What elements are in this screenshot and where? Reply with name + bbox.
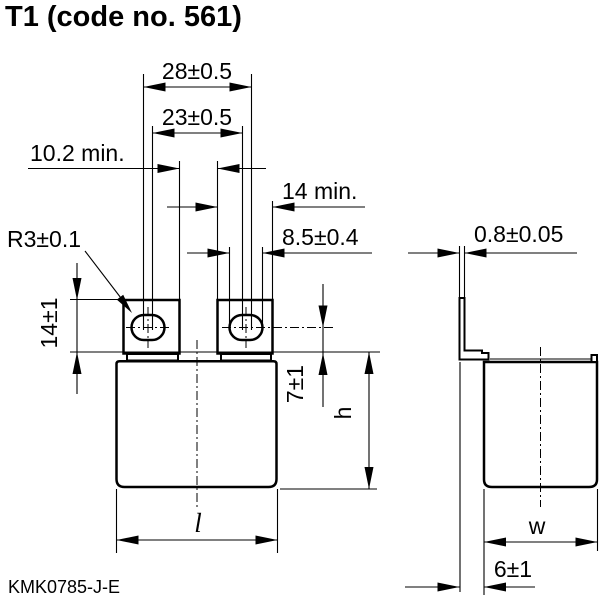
label-pitch-outer: 28±0.5 <box>162 58 232 84</box>
terminal-slot-hole-right <box>228 313 264 342</box>
label-terminal-height: 14±1 <box>36 298 62 349</box>
extension-lines <box>70 74 599 595</box>
dimension-h <box>364 352 374 489</box>
label-body-height: h <box>330 407 356 420</box>
label-hole-center-height: 7±1 <box>282 365 308 403</box>
label-terminal-gap: 10.2 min. <box>30 140 125 166</box>
dimension-14-min <box>167 202 365 212</box>
dimension-w <box>484 537 598 547</box>
dimension-0-8 <box>408 248 577 258</box>
case-rim-notch <box>590 354 598 363</box>
dimension-10-2-min <box>28 164 266 173</box>
label-body-width: w <box>528 513 546 539</box>
terminal-base-left <box>126 353 179 362</box>
label-hole-radius: R3±0.1 <box>7 226 81 252</box>
label-body-length: l <box>194 508 202 538</box>
dimension-7-1 <box>318 284 328 407</box>
capacitor-body-front <box>115 359 278 489</box>
drawing-title: T1 (code no. 561) <box>5 1 242 33</box>
terminal-tab-side <box>458 297 490 361</box>
label-pitch-inner: 23±0.5 <box>162 104 232 130</box>
label-slot-length: 8.5±0.4 <box>282 224 359 250</box>
terminal-slot-hole-left <box>130 313 166 342</box>
dimension-l <box>116 535 278 545</box>
label-tab-offset: 6±1 <box>494 556 532 582</box>
dimension-8-5 <box>187 248 372 258</box>
label-terminal-width: 14 min. <box>282 178 357 204</box>
dimension-14-1 <box>72 263 82 394</box>
dimension-r3-leader <box>84 250 132 313</box>
terminal-lug-right <box>216 298 274 355</box>
drawing-code: KMK0785-J-E <box>8 577 120 597</box>
dimension-23 <box>152 128 243 138</box>
side-view <box>458 297 599 489</box>
capacitor-body-side <box>482 360 599 489</box>
terminal-base-right <box>220 353 272 362</box>
dimension-28 <box>143 82 252 92</box>
terminal-lug-left <box>122 298 181 355</box>
dimension-6-1 <box>405 582 535 592</box>
label-tab-thickness: 0.8±0.05 <box>474 221 563 247</box>
front-view <box>115 298 278 489</box>
